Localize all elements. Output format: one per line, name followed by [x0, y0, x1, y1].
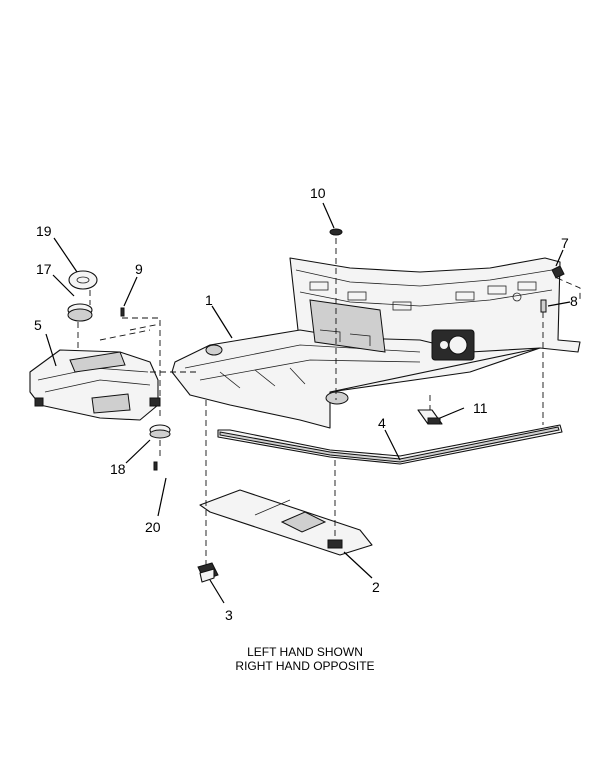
caption-line-2: RIGHT HAND OPPOSITE	[235, 659, 375, 673]
fastener-9	[120, 307, 125, 317]
leader-lines	[45, 202, 571, 604]
callout-11: 11	[473, 400, 488, 416]
callout-3: 3	[225, 607, 233, 623]
callout-10: 10	[310, 185, 326, 201]
assembly-lines	[77, 238, 581, 565]
fastener-10	[329, 228, 343, 236]
side-bin	[29, 349, 161, 421]
caption-line-1: LEFT HAND SHOWN	[247, 645, 363, 659]
callout-4: 4	[378, 415, 386, 431]
fastener-8	[540, 299, 547, 313]
tab-part	[417, 409, 443, 425]
callout-9: 9	[135, 261, 143, 277]
callout-20: 20	[145, 519, 161, 535]
callout-8: 8	[570, 293, 578, 309]
floor-cover	[199, 489, 373, 556]
fastener-20	[153, 461, 158, 471]
callout-2: 2	[372, 579, 380, 595]
callout-19: 19	[36, 223, 52, 239]
callout-1: 1	[205, 292, 213, 308]
callout-labels: 1 2 3 4 5 7 8 9 10 11 17 18 19 20	[34, 185, 578, 623]
callout-17: 17	[36, 261, 52, 277]
clip-part	[197, 562, 219, 583]
callout-5: 5	[34, 317, 42, 333]
cap-part	[68, 270, 98, 290]
main-trim-panel	[171, 257, 581, 429]
callout-18: 18	[110, 461, 126, 477]
grommet-part	[149, 424, 171, 439]
seal-ring	[67, 303, 93, 322]
fastener-7	[551, 265, 565, 279]
sill-strip	[217, 424, 563, 465]
callout-7: 7	[561, 235, 569, 251]
